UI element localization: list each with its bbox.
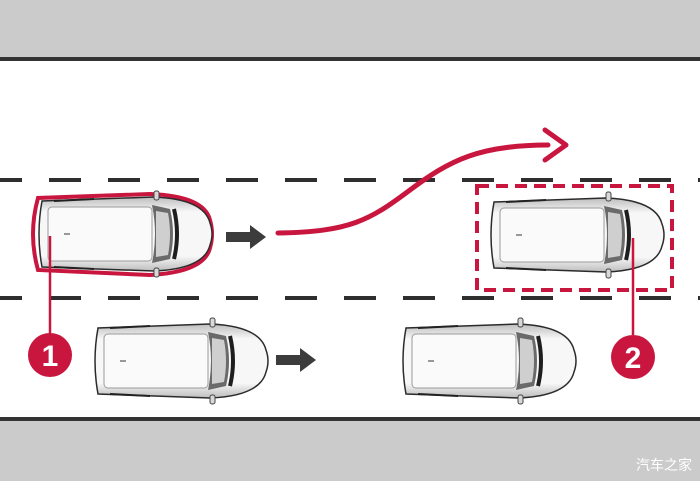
top-edge-line xyxy=(0,57,700,61)
direction-arrow-icon xyxy=(226,225,266,249)
callout-1: 1 xyxy=(28,236,72,377)
callout-2: 2 xyxy=(611,238,655,379)
target-lane-car xyxy=(489,190,666,280)
top-shoulder xyxy=(0,0,700,58)
svg-text:2: 2 xyxy=(625,342,642,375)
adjacent-lane-car-front xyxy=(401,316,578,406)
watermark: 汽车之家 xyxy=(636,458,692,474)
direction-arrow-icon xyxy=(276,348,316,372)
svg-text:1: 1 xyxy=(42,340,59,373)
bottom-shoulder xyxy=(0,421,700,481)
lane-change-arrow-icon xyxy=(275,127,569,236)
bottom-edge-line xyxy=(0,417,700,421)
detection-zone-box xyxy=(475,184,674,292)
adjacent-lane-car-rear xyxy=(93,316,270,406)
own-car xyxy=(31,189,214,279)
